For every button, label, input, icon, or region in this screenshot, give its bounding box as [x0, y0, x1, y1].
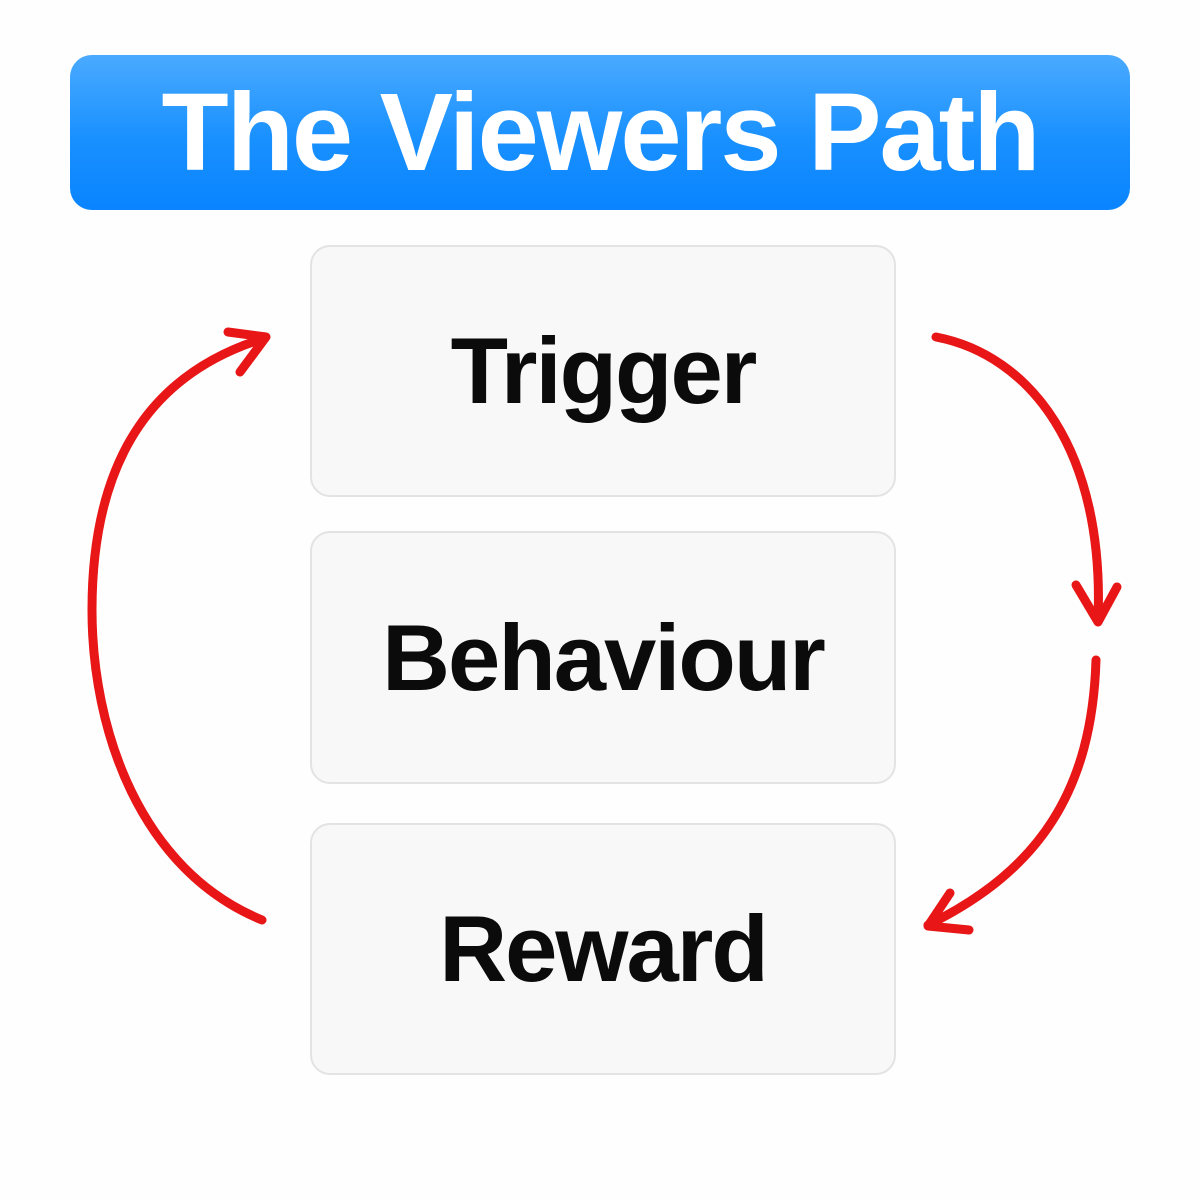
stage-label-reward: Reward — [439, 896, 769, 1001]
arrowhead-down-right-icon — [1071, 580, 1122, 627]
title-banner: The Viewers Path — [70, 55, 1130, 210]
stage-label-behaviour: Behaviour — [382, 604, 826, 710]
stage-card-reward: Reward — [310, 823, 896, 1075]
page-title: The Viewers Path — [161, 70, 1041, 194]
arrowhead-up-right-icon — [223, 327, 271, 377]
stage-card-behaviour: Behaviour — [310, 531, 896, 784]
arrow-behaviour-to-reward — [923, 655, 1101, 930]
arrowhead-left-icon — [923, 888, 974, 935]
arrow-trigger-to-behaviour — [931, 332, 1103, 625]
stage-card-trigger: Trigger — [310, 245, 896, 497]
arrow-reward-to-trigger — [87, 333, 270, 925]
stage-label-trigger: Trigger — [450, 318, 758, 423]
